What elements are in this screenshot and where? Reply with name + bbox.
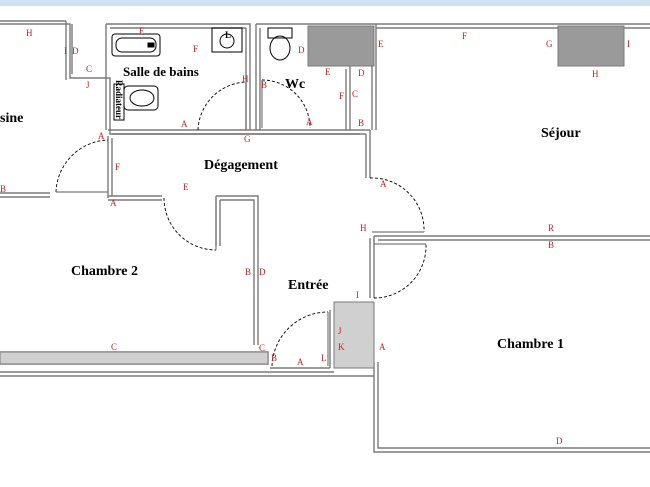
window-block [307, 25, 375, 67]
wall-letter: D [556, 436, 563, 446]
top-accent-strip [0, 0, 650, 6]
bathtub-basin-icon [115, 37, 157, 53]
door-swings [55, 79, 427, 367]
fixtures [111, 27, 293, 121]
door-swing [261, 79, 311, 129]
wall-letter: B [548, 240, 554, 250]
wall-letter: C [259, 343, 265, 353]
wall-block [333, 301, 375, 369]
room-label-degagement: Dégagement [204, 158, 278, 173]
washbasin-icon [211, 27, 243, 53]
wall-letter: E [378, 39, 384, 49]
wall-letter: I [627, 39, 630, 49]
wall-letter: E [139, 26, 145, 36]
room-label-salle-de-bains: Salle de bains [123, 64, 199, 79]
wall-letters: H I D B E F C J A H B D A E F C E D B F … [0, 26, 630, 446]
room-label-cuisine: sine [0, 111, 23, 126]
wall-letter: K [338, 342, 345, 352]
wall-letter: E [183, 182, 189, 192]
wall-letter: B [245, 267, 251, 277]
wall-letter: F [462, 31, 467, 41]
wall-segment [216, 195, 259, 345]
wall-letter: D [72, 46, 79, 56]
wall-letter: C [111, 342, 117, 352]
walls [0, 20, 650, 453]
room-label-sejour: Séjour [541, 126, 581, 141]
wall-letter: B [358, 118, 364, 128]
wall-letter: C [86, 64, 92, 74]
room-label-wc: Wc [285, 77, 305, 92]
wall-letter: B [0, 184, 6, 194]
wall-letter: L [321, 353, 327, 363]
door-swing [373, 243, 427, 299]
wall-letter: H [242, 74, 249, 84]
wall-letter: A [110, 198, 117, 208]
wall-letter: B [261, 80, 267, 90]
wall-letter: D [259, 267, 266, 277]
wall-letter: B [271, 353, 277, 363]
wall-letter: A [297, 357, 304, 367]
door-swing [271, 311, 329, 367]
toilet-tank-icon [267, 27, 293, 39]
door-swing [197, 81, 247, 131]
wall-block [0, 351, 269, 365]
wall-blocks [0, 25, 625, 369]
bidet-bowl-icon [129, 89, 155, 107]
wall-letter: H [26, 28, 33, 38]
room-labels: sine Salle de bains Wc Séjour Dégagement… [0, 30, 581, 352]
washbasin-bowl-icon [219, 33, 235, 49]
door-leaves [56, 80, 426, 366]
wall-letter: G [244, 134, 251, 144]
bidet-icon [123, 85, 159, 111]
wall-letter: A [379, 342, 386, 352]
door-swing [55, 139, 109, 193]
wall-letter: A [98, 131, 105, 141]
wall-letter: R [548, 223, 554, 233]
radiator-label: Radiateur [114, 80, 124, 119]
room-label-chambre-2: Chambre 2 [71, 264, 138, 279]
wall-letter: F [115, 162, 120, 172]
wall-letter: J [338, 326, 342, 336]
window-block [557, 25, 625, 67]
door-swing [163, 197, 217, 251]
room-label-chambre-1: Chambre 1 [497, 337, 564, 352]
bathtub-tap-icon [147, 42, 155, 48]
wall-segment [220, 199, 255, 345]
wall-letter: F [339, 91, 344, 101]
room-label-entree: Entrée [288, 278, 328, 293]
bathtub-icon [111, 33, 161, 57]
wall-letter: J [86, 80, 90, 90]
washbasin-label: L [225, 30, 231, 40]
wall-segment [106, 23, 251, 130]
wall-letter: I [356, 290, 359, 300]
wall-letter: E [325, 67, 331, 77]
wall-letter: A [380, 179, 387, 189]
wall-letter: H [360, 223, 367, 233]
wall-letter: A [306, 117, 313, 127]
wall-segment [373, 362, 650, 453]
wall-letter: A [181, 119, 188, 129]
door-swing [369, 177, 425, 233]
wall-letter: F [193, 44, 198, 54]
wall-letter: C [352, 89, 358, 99]
wall-letter: I [64, 46, 67, 56]
wall-letter: H [592, 69, 599, 79]
wall-segment [377, 362, 650, 449]
toilet-bowl-icon [269, 35, 291, 61]
wall-letter: G [546, 39, 553, 49]
wall-letter: D [358, 68, 365, 78]
wall-letter: D [298, 45, 305, 55]
